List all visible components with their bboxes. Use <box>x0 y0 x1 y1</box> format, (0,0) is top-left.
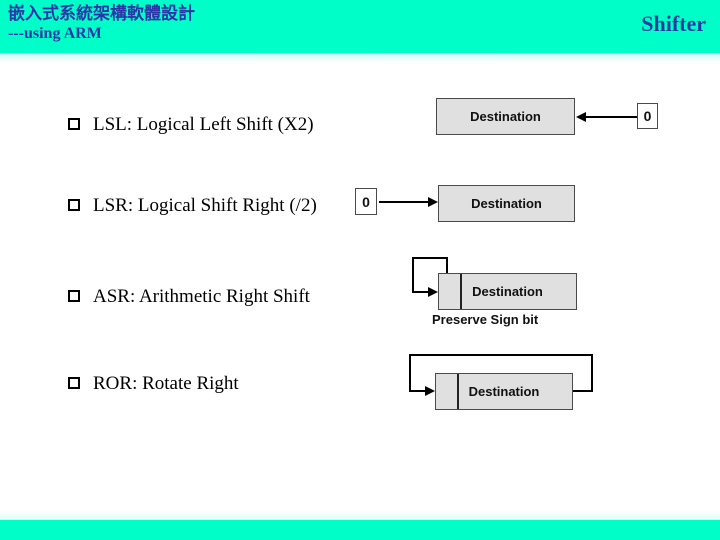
asr-caption: Preserve Sign bit <box>432 312 539 327</box>
lsl-zero-bit: 0 <box>637 103 658 129</box>
ror-destination-label: Destination <box>468 384 540 399</box>
asr-loop-top-line <box>412 257 448 259</box>
lsl-arrow-line <box>585 116 637 118</box>
ror-destination-register: Destination <box>435 373 573 410</box>
ror-loop-out-line <box>573 390 593 392</box>
bullet-asr: ASR: Arithmetic Right Shift <box>68 285 310 309</box>
bullet-asr-label: ASR: Arithmetic Right Shift <box>93 286 310 307</box>
asr-loop-in-line <box>412 291 430 293</box>
square-bullet-icon <box>68 376 80 389</box>
course-subtitle: ---using ARM <box>8 25 102 42</box>
bullet-lsr-label: LSR: Logical Shift Right (/2) <box>93 195 317 216</box>
header-banner: 嵌入式系統架構軟體設計 ---using ARM Shifter <box>0 0 720 53</box>
lsr-arrow-line <box>379 201 428 203</box>
ror-loop-right-line <box>591 354 593 392</box>
lsl-destination-register: Destination <box>436 98 575 135</box>
header-fade-divider <box>0 53 720 63</box>
ror-bit-divider <box>457 374 459 409</box>
bullet-lsr: LSR: Logical Shift Right (/2) <box>68 194 317 218</box>
lsr-destination-register: Destination <box>438 185 575 222</box>
slide-title: Shifter <box>641 11 706 36</box>
bullet-lsl: LSL: Logical Left Shift (X2) <box>68 113 314 137</box>
ror-loop-top-line <box>409 354 593 356</box>
square-bullet-icon <box>68 117 80 130</box>
asr-destination-label: Destination <box>472 284 543 299</box>
arrow-left-icon <box>576 112 586 122</box>
asr-sign-bit-divider <box>460 274 462 309</box>
ror-loop-left-line <box>409 354 411 392</box>
arrow-right-icon <box>425 386 435 396</box>
lsr-zero-bit: 0 <box>355 188 377 215</box>
asr-loop-left-line <box>412 257 414 293</box>
bullet-ror: ROR: Rotate Right <box>68 372 239 396</box>
bullet-lsl-label: LSL: Logical Left Shift (X2) <box>93 114 314 135</box>
arrow-right-icon <box>428 197 438 207</box>
asr-destination-register: Destination <box>438 273 577 310</box>
square-bullet-icon <box>68 198 80 211</box>
footer-fade-divider <box>0 510 720 520</box>
course-title: 嵌入式系統架構軟體設計 <box>8 4 195 23</box>
asr-loop-up-line <box>446 257 448 273</box>
arrow-right-icon <box>428 287 438 297</box>
bullet-ror-label: ROR: Rotate Right <box>93 373 239 394</box>
footer-banner <box>0 520 720 540</box>
ror-loop-in-line <box>409 390 427 392</box>
square-bullet-icon <box>68 289 80 302</box>
